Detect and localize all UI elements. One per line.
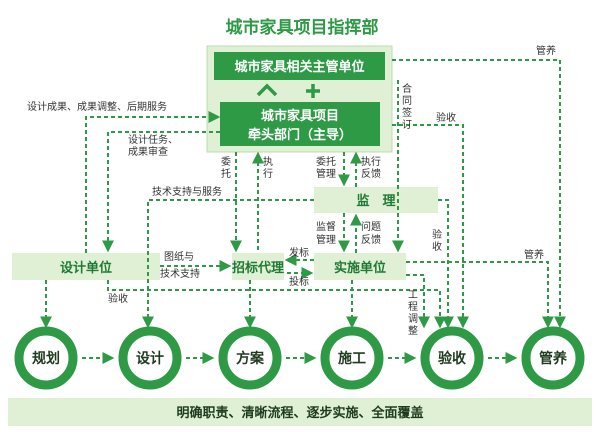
supervision-box [314,187,438,213]
construction-unit-label: 实施单位 [334,260,386,276]
label-acceptance-design: 验收 [108,292,128,305]
label-entrust-mgmt-2: 管理 [316,167,336,180]
label-execute-2: 行 [263,167,273,180]
line-engineering-adjust [406,274,430,329]
authority-label: 城市家具相关主管单位 [234,59,364,75]
line-design-task [102,131,220,253]
lead-department-box [220,102,380,146]
stage-circle-design [118,326,182,390]
label-adjust-2: 程 [408,301,418,313]
connector-lines [40,59,566,329]
stage-circle-acceptance [420,326,484,390]
diagram-title: 城市家具项目指挥部 [226,17,379,38]
stage-circle-planning [14,326,78,390]
stage-circle-construction [320,326,384,390]
supervision-label: 监 理 [356,193,395,209]
lead-department-label-2: 牵头部门（主导） [248,127,352,143]
connector-labels: 管养 合 同 签 订 验收 验 收 管养 设计成果、成果调整、后期服务 设计任务… [27,44,556,337]
line-maintain-top [392,59,566,329]
label-design-results: 设计成果、成果调整、后期服务 [27,100,167,113]
label-maintain-top: 管养 [536,44,556,57]
label-acceptance-top: 验收 [436,111,456,124]
label-contract-4: 订 [402,119,412,131]
stage-circle-scheme [218,326,282,390]
stage-label-design: 设计 [136,350,164,367]
construction-unit-box [314,253,406,280]
line-design-results [85,111,221,253]
stage-row: 规划 设计 方案 施工 验收 管养 [14,326,585,390]
line-acceptance-top [392,124,469,329]
label-problem-feedback-2: 反馈 [361,233,381,246]
label-adjust-4: 整 [408,324,418,337]
label-entrust-2: 托 [221,167,231,180]
label-exec-feedback-2: 反馈 [361,167,381,180]
stage-circle-maintenance [521,326,585,390]
label-tech-support: 技术支持与服务 [152,185,222,198]
footer-bar [8,398,592,426]
label-entrust-1: 委 [221,155,231,168]
stage-label-planning: 规划 [32,350,60,367]
label-design-task: 设计任务、 [128,133,178,146]
stage-label-acceptance: 验收 [438,350,467,367]
authority-box [214,52,385,80]
label-contract-1: 合 [402,82,412,95]
label-bid: 投标 [289,275,309,288]
label-supervise-1: 监督 [316,220,336,233]
plus-icon [306,84,320,98]
label-problem-feedback-1: 问题 [361,220,381,233]
label-supervise-2: 管理 [316,233,336,246]
line-acceptance-mid [438,199,454,329]
stage-label-maintenance: 管养 [539,350,568,367]
label-maintain-mid: 管养 [524,248,544,261]
stage-label-construction: 施工 [338,350,366,367]
lead-department-label-1: 城市家具项目 [261,108,339,124]
label-acceptance-mid-2: 收 [432,240,442,253]
label-contract-2: 同 [402,95,412,107]
line-acceptance-design [107,280,446,329]
label-adjust-3: 调 [408,313,418,325]
design-unit-label: 设计单位 [60,260,112,276]
label-exec-feedback-1: 执行 [361,155,381,168]
label-drawings-2: 技术支持 [160,267,200,280]
label-issue-bid: 发标 [289,246,309,259]
label-execute-1: 执 [263,155,273,168]
label-contract-3: 签 [402,106,412,119]
label-drawings-1: 图纸与 [164,250,194,263]
label-acceptance-mid-1: 验 [432,228,442,241]
stage-label-scheme: 方案 [236,350,265,367]
up-chevron-icon [256,83,278,97]
bidding-agent-label: 招标代理 [232,260,284,276]
bidding-agent-box [232,253,284,280]
label-entrust-mgmt-1: 委托 [316,155,336,168]
label-design-review: 成果审查 [128,145,168,158]
design-unit-box [12,253,160,280]
label-adjust-1: 工 [408,290,418,301]
line-maintain-mid [406,261,554,329]
footer-text: 明确职责、清晰流程、逐步实施、全面覆盖 [176,405,423,421]
